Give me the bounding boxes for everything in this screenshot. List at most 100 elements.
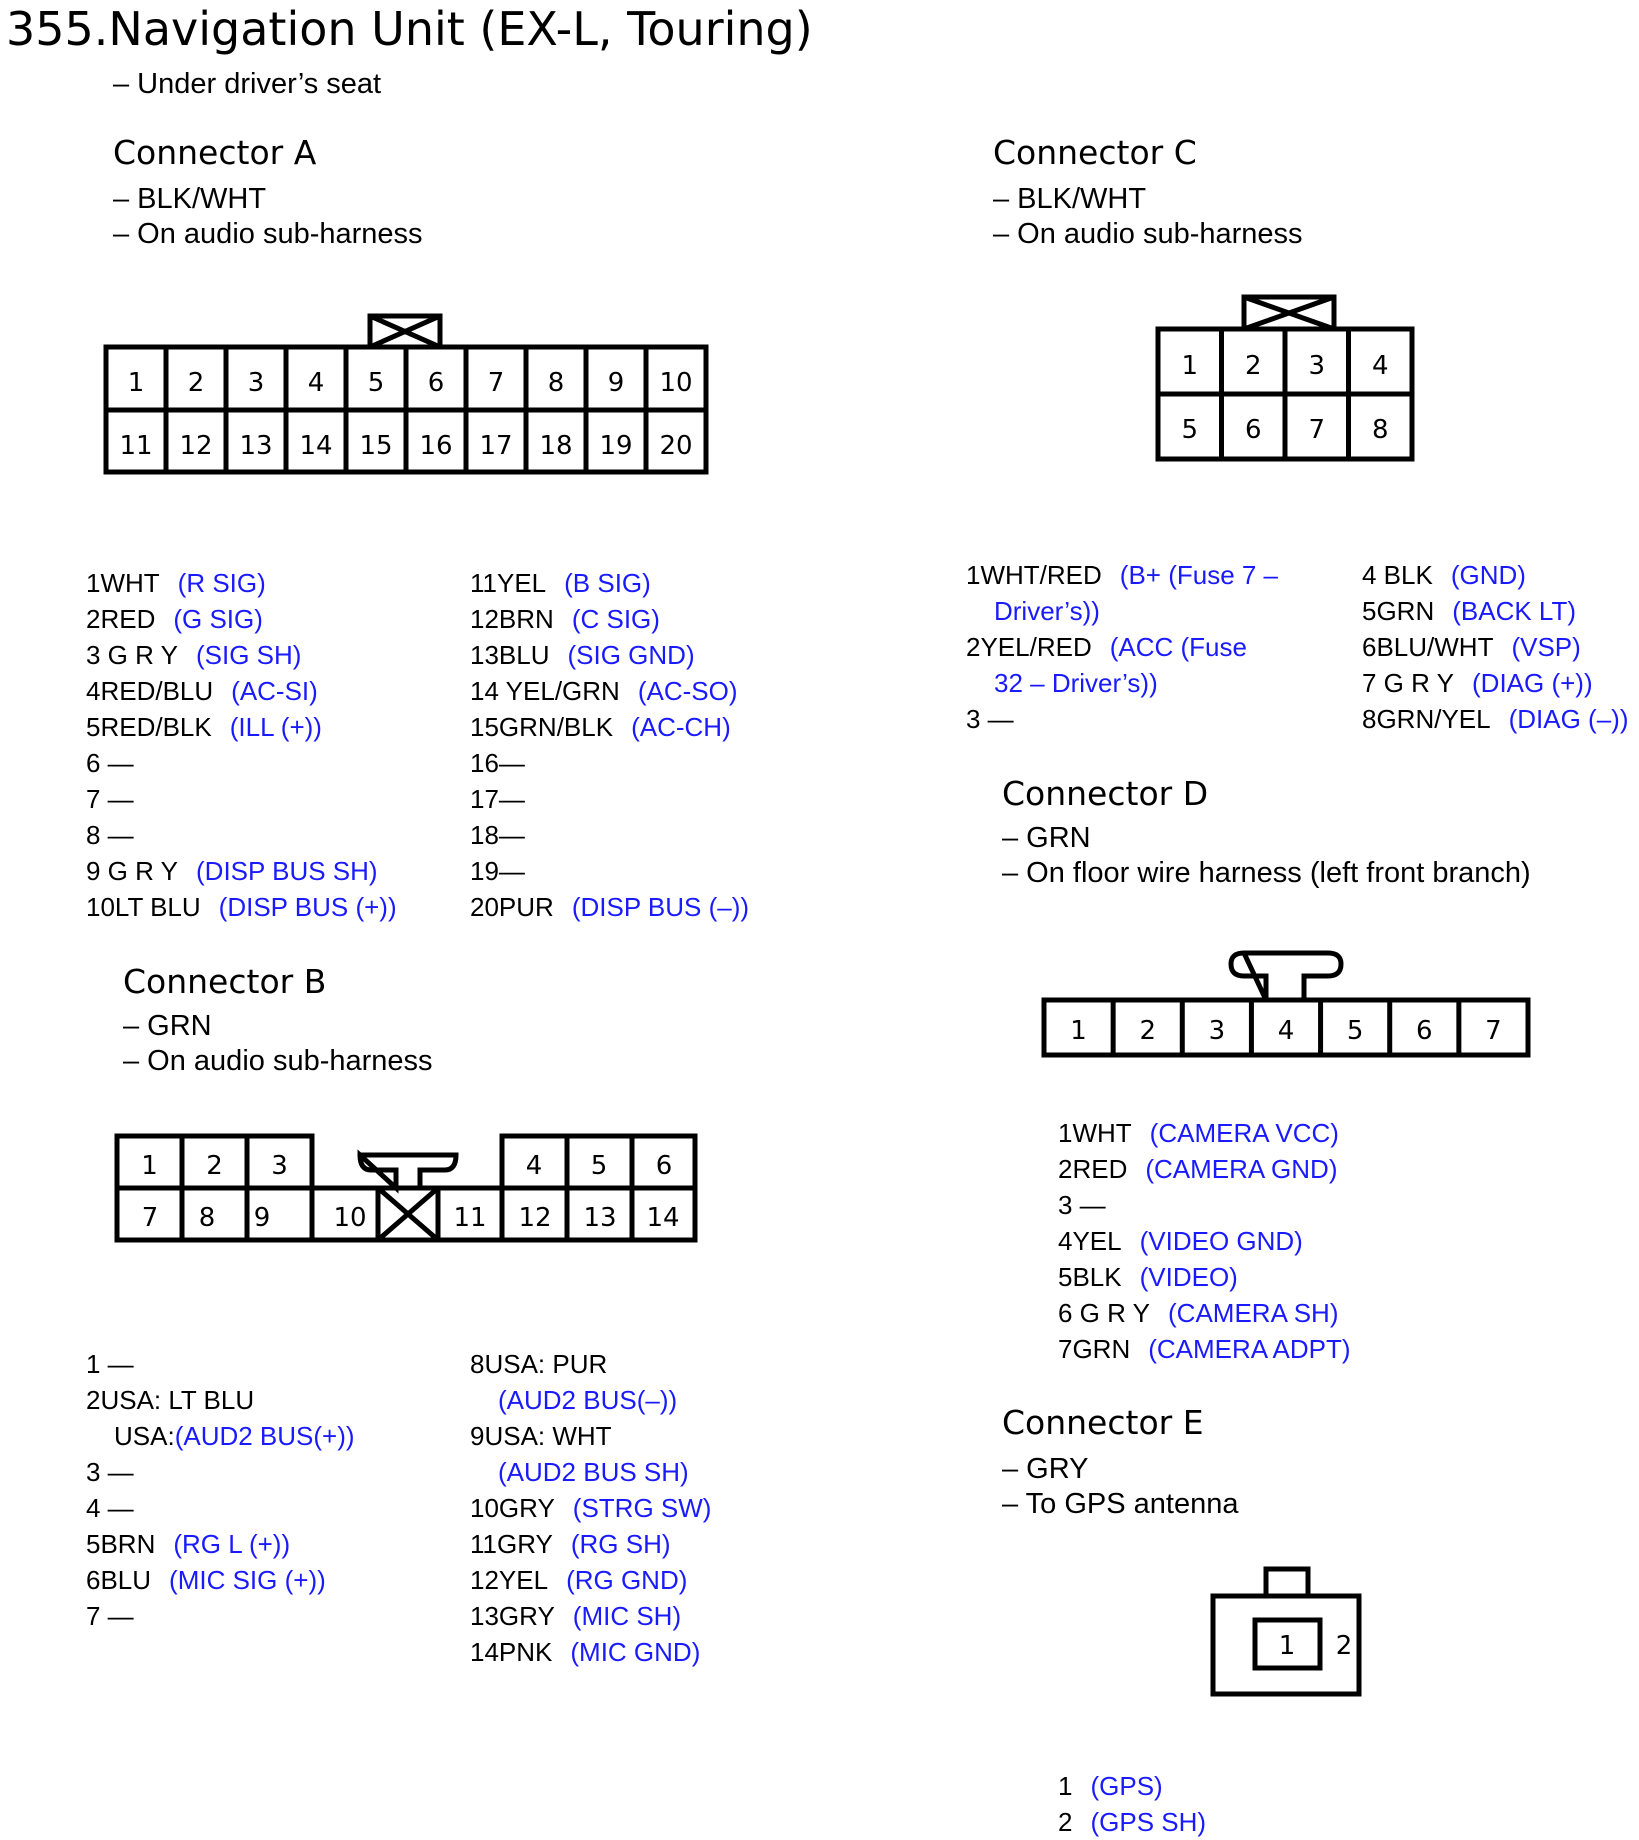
connector-e-pin-wire: 1 [1058, 1771, 1073, 1801]
connector-c-pin-row: Driver’s)) [966, 593, 1278, 629]
connector-c-pin-wire: 7 G R Y [1362, 668, 1455, 698]
connector-a-pin-signal: (DISP BUS (+)) [218, 892, 397, 922]
location-note: – Under driver’s seat [113, 68, 382, 100]
connector-b-pin-wire: 7 — [86, 1601, 134, 1631]
connector-b-pin-signal: (AUD2 BUS SH) [498, 1457, 689, 1487]
connector-d-pin-wire: 4YEL [1058, 1226, 1122, 1256]
connector-a-pin-row: 8 — [86, 817, 397, 853]
connector-a-pins-right: 11YEL(B SIG)12BRN(C SIG)13BLU(SIG GND)14… [470, 565, 749, 925]
connector-d-cell: 3 [1209, 1016, 1226, 1046]
connector-a-pin-signal: (AC-SI) [231, 676, 318, 706]
connector-b-location: – On audio sub-harness [123, 1045, 433, 1077]
connector-c-pin-wire: 5GRN [1362, 596, 1435, 626]
connector-c-pin-row: 3 — [966, 701, 1278, 737]
connector-a-pin-signal: (R SIG) [177, 568, 266, 598]
connector-a-pin-signal: (DISP BUS (–)) [571, 892, 750, 922]
connector-b-pin-signal: (MIC SH) [572, 1601, 682, 1631]
connector-c-pin-wire: 8GRN/YEL [1362, 704, 1491, 734]
connector-c-pin-wire: 2YEL/RED [966, 632, 1092, 662]
connector-b-pin-row: 5BRN(RG L (+)) [86, 1526, 355, 1562]
connector-c-pin-row: 7 G R Y(DIAG (+)) [1362, 665, 1629, 701]
connector-a-title: Connector A [113, 133, 317, 172]
connector-b-cell: 10 [333, 1203, 366, 1233]
connector-a-pin-wire: 7 — [86, 784, 134, 814]
connector-d-pin-row: 3 — [1058, 1187, 1351, 1223]
connector-a-cell: 20 [659, 431, 692, 461]
connector-c-pin-signal: Driver’s)) [994, 596, 1100, 626]
connector-d-pin-signal: (CAMERA GND) [1145, 1154, 1338, 1184]
connector-b-pin-row: 1 — [86, 1346, 355, 1382]
connector-c-pin-signal: (VSP) [1511, 632, 1581, 662]
connector-a-cell: 13 [239, 431, 272, 461]
connector-a-cell: 9 [608, 368, 625, 398]
connector-b-pin-wire: 13GRY [470, 1601, 555, 1631]
connector-b-cell: 3 [271, 1151, 288, 1181]
connector-b-pin-row: USA:(AUD2 BUS(+)) [86, 1418, 355, 1454]
connector-b-pin-row: 14PNK(MIC GND) [470, 1634, 711, 1670]
connector-a-pin-row: 9 G R Y(DISP BUS SH) [86, 853, 397, 889]
connector-c-pin-row: 32 – Driver’s)) [966, 665, 1278, 701]
connector-c-pin-signal: (GND) [1450, 560, 1526, 590]
connector-c-pin-row: 1WHT/RED(B+ (Fuse 7 – [966, 557, 1278, 593]
connector-a-pin-wire: 11YEL [470, 568, 547, 598]
connector-e-pin-signal: (GPS SH) [1090, 1807, 1207, 1837]
connector-a-pin-wire: 17— [470, 784, 525, 814]
connector-a-pin-signal: (B SIG) [564, 568, 651, 598]
connector-a-pin-row: 6 — [86, 745, 397, 781]
connector-b-pin-signal: (RG L (+)) [173, 1529, 291, 1559]
connector-a-pins-left: 1WHT(R SIG)2RED(G SIG)3 G R Y(SIG SH)4RE… [86, 565, 397, 925]
connector-e-title: Connector E [1002, 1403, 1204, 1442]
connector-e-diagram: 1 2 [1210, 1566, 1362, 1697]
connector-d-pin-signal: (VIDEO GND) [1139, 1226, 1303, 1256]
connector-e-cell-2: 2 [1336, 1631, 1353, 1661]
connector-b-cell: 5 [591, 1151, 608, 1181]
connector-c-pin-signal: (B+ (Fuse 7 – [1119, 560, 1279, 590]
connector-a-cell: 10 [659, 368, 692, 398]
connector-a-pin-signal: (G SIG) [173, 604, 263, 634]
connector-a-pin-signal: (ILL (+)) [229, 712, 322, 742]
connector-a-pin-wire: 9 G R Y [86, 856, 179, 886]
connector-a-pin-signal: (C SIG) [571, 604, 660, 634]
connector-b-pin-row: 6BLU(MIC SIG (+)) [86, 1562, 355, 1598]
connector-d-pin-row: 5BLK(VIDEO) [1058, 1259, 1351, 1295]
connector-a-pin-row: 20PUR(DISP BUS (–)) [470, 889, 749, 925]
connector-a-pin-row: 13BLU(SIG GND) [470, 637, 749, 673]
connector-c-title: Connector C [993, 133, 1197, 172]
connector-d-color: – GRN [1002, 822, 1091, 854]
connector-b-cell: 2 [206, 1151, 223, 1181]
connector-b-pin-wire: 3 — [86, 1457, 134, 1487]
connector-c-location: – On audio sub-harness [993, 218, 1303, 250]
connector-d-cell: 4 [1278, 1016, 1295, 1046]
connector-e-location: – To GPS antenna [1002, 1488, 1239, 1520]
connector-b-pin-row: 8USA: PUR [470, 1346, 711, 1382]
connector-a-pin-wire: 3 G R Y [86, 640, 179, 670]
connector-c-color: – BLK/WHT [993, 183, 1147, 215]
connector-c-cell: 4 [1372, 351, 1389, 381]
connector-d-pin-wire: 2RED [1058, 1154, 1128, 1184]
connector-d-pins: 1WHT(CAMERA VCC)2RED(CAMERA GND)3 —4YEL(… [1058, 1115, 1351, 1367]
connector-a-pin-row: 18— [470, 817, 749, 853]
connector-b-pin-row: 3 — [86, 1454, 355, 1490]
connector-b-pin-signal: (MIC GND) [570, 1637, 701, 1667]
connector-c-cell: 2 [1245, 351, 1262, 381]
connector-a-pin-row: 16— [470, 745, 749, 781]
connector-b-pin-wire: 2USA: LT BLU [86, 1385, 255, 1415]
connector-e-pin-signal: (GPS) [1090, 1771, 1163, 1801]
connector-c-pin-wire: 4 BLK [1362, 560, 1433, 590]
connector-b-cell: 6 [656, 1151, 673, 1181]
connector-d-pin-row: 6 G R Y(CAMERA SH) [1058, 1295, 1351, 1331]
connector-a-color: – BLK/WHT [113, 183, 267, 215]
connector-a-cell: 11 [119, 431, 152, 461]
connector-d-pin-signal: (CAMERA SH) [1168, 1298, 1339, 1328]
connector-a-pin-wire: 18— [470, 820, 525, 850]
connector-a-cell: 19 [599, 431, 632, 461]
connector-b-cell: 12 [518, 1203, 551, 1233]
connector-a-cell: 1 [128, 368, 145, 398]
connector-a-pin-wire: 16— [470, 748, 525, 778]
connector-c-cell: 8 [1372, 415, 1389, 445]
connector-a-pin-wire: 14 YEL/GRN [470, 676, 620, 706]
connector-c-cell: 7 [1308, 415, 1325, 445]
connector-a-pin-row: 5RED/BLK(ILL (+)) [86, 709, 397, 745]
connector-d-pin-row: 2RED (CAMERA GND) [1058, 1151, 1351, 1187]
